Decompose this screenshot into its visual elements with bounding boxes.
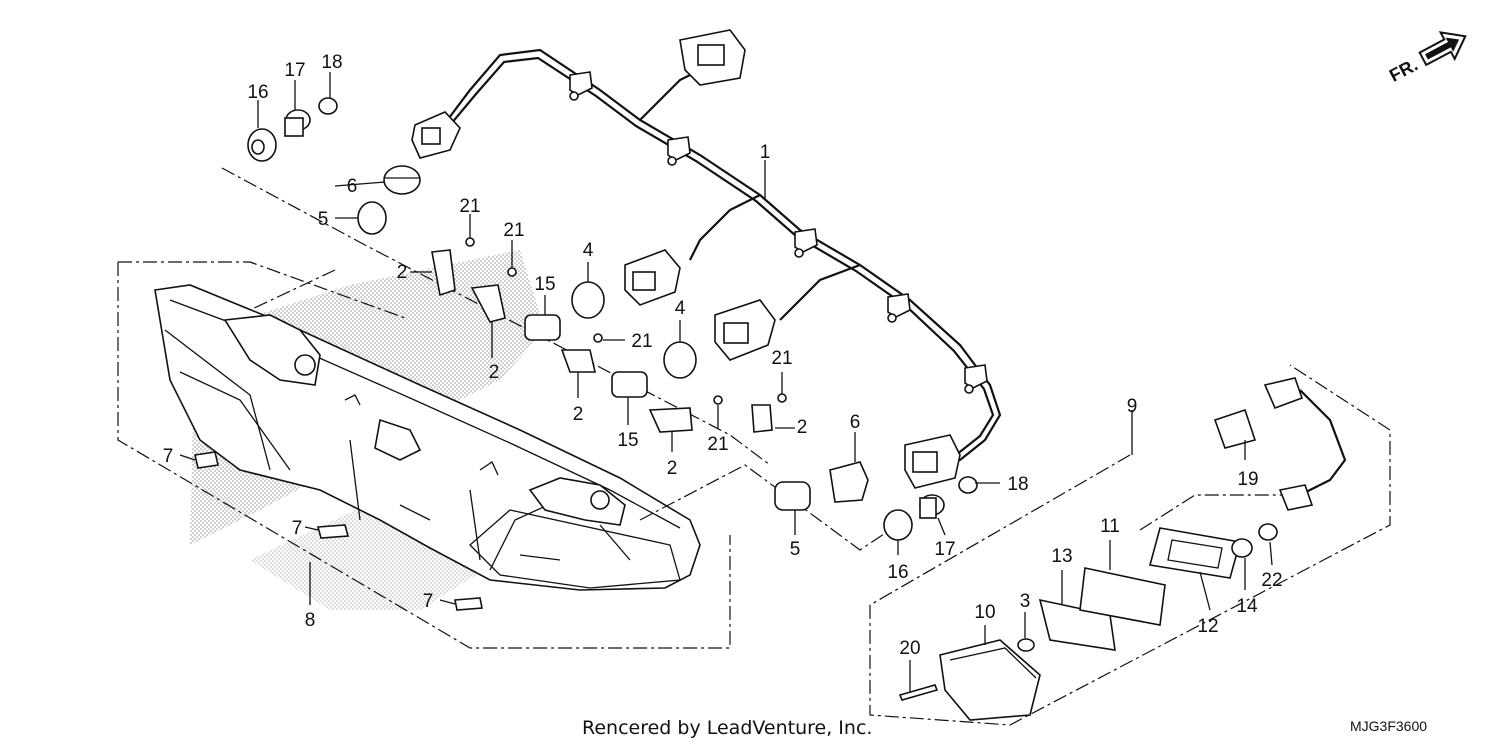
front-label: FR. — [1386, 55, 1421, 86]
callout-21: 21 — [707, 434, 728, 455]
license-dash-box — [869, 364, 1391, 726]
callout-15: 15 — [534, 274, 555, 295]
callout-2: 2 — [573, 404, 584, 425]
callout-2: 2 — [797, 417, 808, 438]
callout-13: 13 — [1051, 546, 1072, 567]
callout-2: 2 — [667, 458, 678, 479]
wire-harness — [411, 29, 1002, 489]
callout-16: 16 — [887, 562, 908, 583]
callout-11: 11 — [1100, 516, 1120, 537]
tail-lamp-assembly — [154, 284, 701, 591]
callout-21: 21 — [503, 220, 524, 241]
callout-10: 10 — [974, 602, 995, 623]
callout-7: 7 — [423, 591, 434, 612]
callout-17: 17 — [284, 60, 305, 81]
callout-5: 5 — [790, 539, 801, 560]
callout-12: 12 — [1197, 616, 1218, 637]
callout-15: 15 — [617, 430, 638, 451]
small-parts — [194, 97, 978, 611]
callout-6: 6 — [850, 412, 861, 433]
leader-lines — [179, 72, 1273, 692]
callout-labels: 1 2 2 2 2 2 3 4 4 5 5 6 6 7 7 7 8 9 10 1… — [163, 52, 1283, 659]
credit-text: Rencered by LeadVenture, Inc. — [582, 717, 872, 739]
callout-21: 21 — [459, 196, 480, 217]
front-direction-marker: FR. — [1386, 31, 1467, 86]
callout-14: 14 — [1236, 596, 1258, 617]
callout-18: 18 — [1007, 474, 1028, 495]
callout-21: 21 — [631, 331, 652, 352]
callout-2: 2 — [397, 262, 408, 283]
callout-4: 4 — [583, 240, 594, 261]
callout-7: 7 — [292, 518, 303, 539]
callout-17: 17 — [934, 539, 955, 560]
callout-19: 19 — [1237, 469, 1258, 490]
license-lamp-parts — [898, 377, 1347, 721]
callout-21: 21 — [771, 348, 792, 369]
callout-7: 7 — [163, 446, 174, 467]
callout-5: 5 — [318, 209, 329, 230]
callout-2: 2 — [489, 362, 500, 383]
diagram-code: MJG3F3600 — [1350, 718, 1427, 734]
callout-3: 3 — [1020, 591, 1031, 612]
callout-16: 16 — [247, 82, 268, 103]
callout-18: 18 — [321, 52, 342, 73]
callout-1: 1 — [760, 142, 771, 163]
callout-4: 4 — [675, 298, 686, 319]
callout-8: 8 — [305, 610, 316, 631]
callout-9: 9 — [1127, 396, 1138, 417]
callout-6: 6 — [347, 176, 358, 197]
callout-22: 22 — [1261, 570, 1282, 591]
callout-20: 20 — [899, 638, 920, 659]
